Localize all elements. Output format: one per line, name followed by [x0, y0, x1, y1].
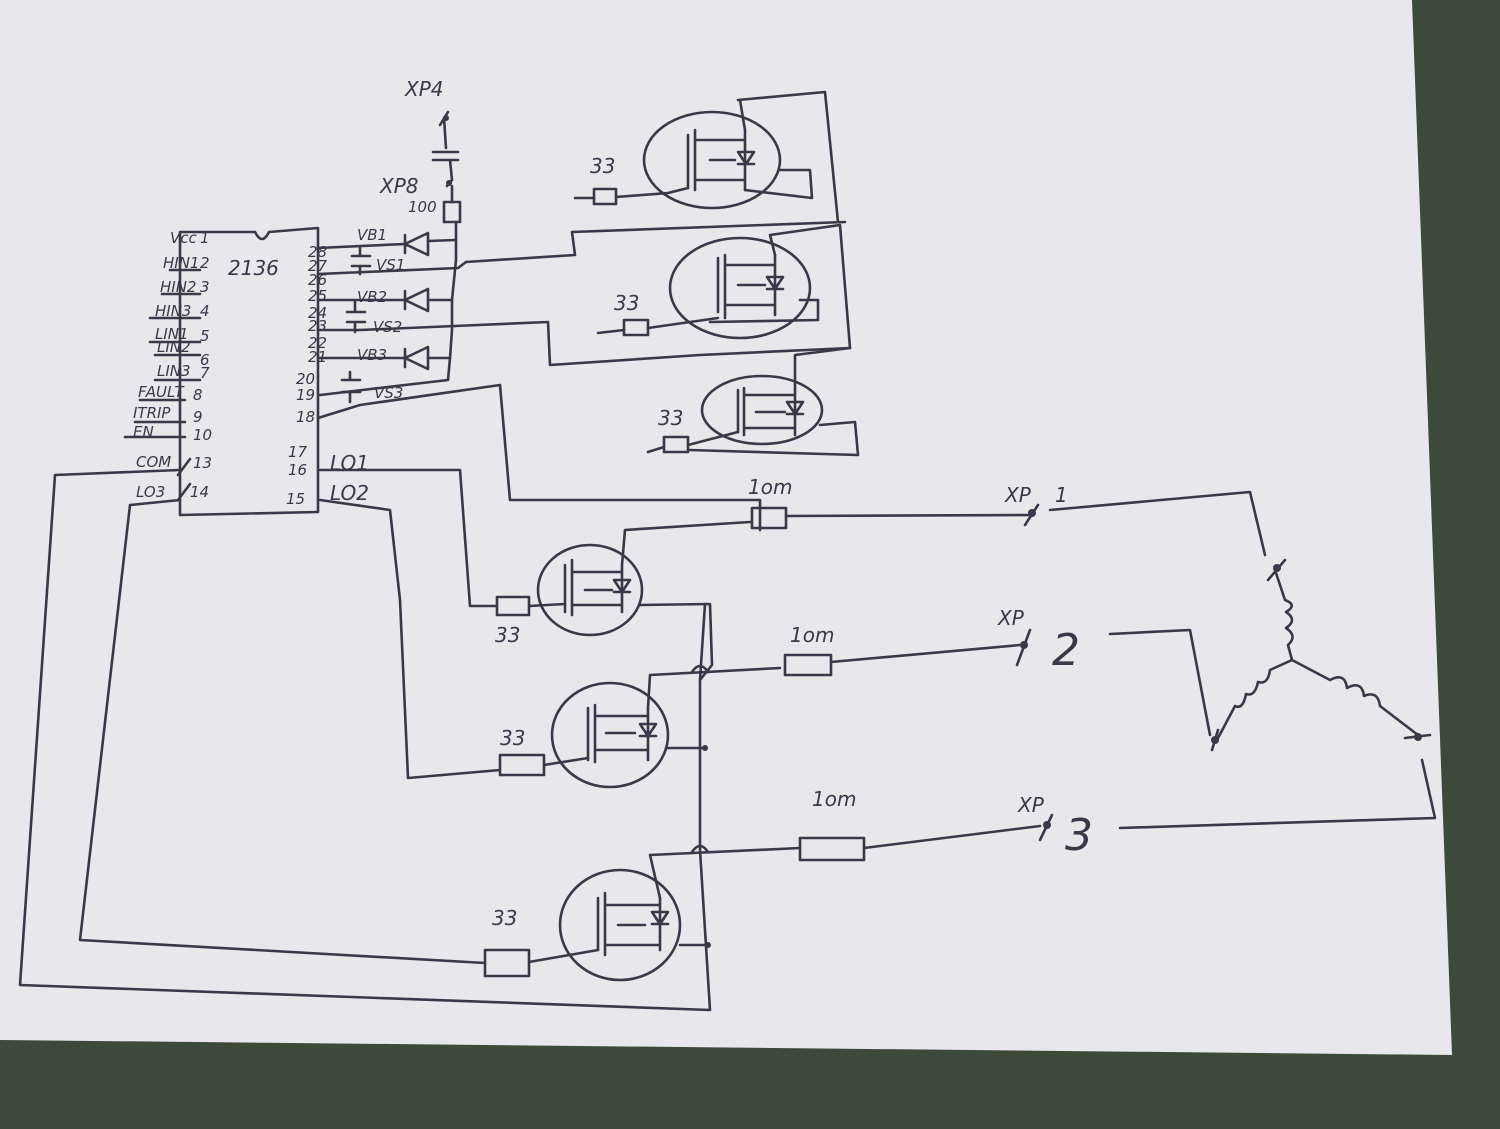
pin-13-number: 13: [193, 454, 212, 472]
pin-vcc-label: Vcc: [170, 229, 198, 247]
vb1-label: VB1: [357, 226, 387, 244]
pin-hin3-label: HIN3: [155, 302, 191, 320]
xp2-number: 2: [1052, 625, 1080, 676]
phase-resistor-1-label: 1om: [748, 475, 792, 499]
low-side-ground-bus: [18, 468, 712, 1012]
pin-lin1-label: LIN1: [155, 325, 189, 343]
gate-resistor-l2-label: 33: [500, 726, 525, 750]
xp1-label: XP: [1004, 483, 1032, 507]
mosfet-high-2: 33: [596, 223, 852, 350]
phase-resistor-3-label: 1om: [812, 787, 856, 811]
pin-hin2-label: HIN2: [160, 278, 196, 296]
xp2-label: XP: [997, 606, 1025, 630]
pin-14-number: 14: [190, 483, 209, 501]
winding-a: [1273, 568, 1294, 662]
pin-23-number: 23: [308, 317, 327, 335]
pin-com-label: COM: [136, 453, 171, 471]
pin-26-number: 26: [308, 271, 327, 289]
pin-8-number: 8: [193, 386, 203, 404]
gate-resistor-l3-label: 33: [492, 906, 517, 930]
paper-sheet: [0, 0, 1452, 1055]
pin-3-number: 3: [200, 278, 210, 296]
motor-star-winding: [1048, 490, 1437, 830]
pin-4-number: 4: [200, 302, 210, 320]
mosfet-low-1: 33: [318, 468, 752, 682]
pin-6-number: 6: [200, 351, 210, 369]
pin-16-number: 16: [288, 461, 307, 479]
gate-resistor-l1-label: 33: [495, 623, 520, 647]
bootstrap-cap-2: [345, 300, 367, 334]
pin-18-number: 18: [296, 408, 315, 426]
winding-b: [1216, 658, 1294, 740]
xp3-number: 3: [1065, 810, 1093, 861]
pin-fault-label: FAULT: [138, 383, 185, 401]
xp4-label: XP4: [404, 77, 444, 101]
lo1-label: LO1: [330, 451, 369, 475]
pin-lo3-label: LO3: [136, 483, 165, 501]
pin-10-number: 10: [193, 426, 212, 444]
high-side-routing: [453, 220, 852, 532]
pin-24-number: 24: [308, 304, 327, 322]
pin-22-number: 22: [308, 334, 327, 352]
bootstrap-network: [316, 220, 502, 420]
vb2-label: VB2: [357, 288, 387, 306]
lo2-label: LO2: [330, 481, 369, 505]
pin-27-number: 27: [308, 257, 328, 275]
ic-left-pin-numbers: 1 2 3 4 5 6 7 8 9 10 13 14: [190, 229, 212, 501]
pin-9-number: 9: [193, 408, 203, 426]
ic-left-pin-labels: Vcc HIN1 HIN2 HIN3 LIN1 LIN2 LIN3 FAULT …: [123, 229, 202, 502]
vs2-label: VS2: [373, 318, 402, 336]
phase-resistor-2-label: 1om: [790, 623, 834, 647]
mosfet-high-1: 33: [573, 90, 840, 224]
mosfet-low-2: 33: [318, 498, 782, 789]
phase-resistor-2: [783, 653, 833, 677]
pin-itrip-label: ITRIP: [133, 404, 171, 422]
xp8-label: XP8: [379, 174, 419, 198]
gate-resistor-h1-label: 33: [590, 154, 615, 178]
r100-label: 100: [408, 198, 437, 216]
supply-connectors: XP4 XP8 100: [379, 77, 462, 224]
pin-ticks: [176, 457, 192, 502]
phase-resistor-1: [750, 506, 788, 530]
pin-15-number: 15: [286, 490, 305, 508]
pin-1-number: 1: [200, 229, 210, 247]
pin-25-number: 25: [308, 287, 327, 305]
vb3-label: VB3: [357, 346, 387, 364]
bootstrap-cap-1: [350, 246, 372, 276]
gate-resistor-h2-label: 33: [614, 291, 639, 315]
ic-name-label: 2136: [228, 256, 279, 280]
pin-19-number: 19: [296, 386, 315, 404]
bootstrap-cap-3: [340, 370, 362, 404]
mosfet-low-3: 33: [78, 498, 802, 982]
mosfet-high-3: 33: [646, 346, 860, 457]
ic-2136: 2136: [178, 226, 320, 517]
pin-7-number: 7: [200, 364, 210, 382]
xp1-number: 1: [1055, 483, 1068, 507]
pin-5-number: 5: [200, 327, 210, 345]
pin-20-number: 20: [296, 370, 315, 388]
xp3-label: XP: [1017, 793, 1045, 817]
pin-17-number: 17: [288, 443, 308, 461]
gate-resistor-h3-label: 33: [658, 406, 683, 430]
pin-2-number: 2: [200, 254, 210, 272]
phase-resistors: 1om 1om 1om: [748, 475, 1042, 862]
winding-c: [1290, 658, 1420, 737]
output-connectors: XP 1 XP 2 XP 3: [997, 483, 1093, 861]
pin-hin1-label: HIN1: [163, 254, 199, 272]
pin-lin3-label: LIN3: [157, 362, 191, 380]
pin-overlines: [123, 268, 202, 439]
